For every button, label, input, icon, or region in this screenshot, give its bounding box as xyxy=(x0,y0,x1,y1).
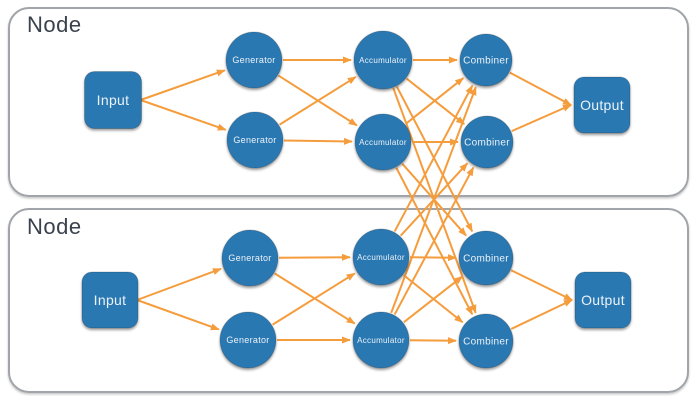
node-box-bottom xyxy=(8,208,689,393)
shapes-layer: InputGeneratorGeneratorAccumulatorAccumu… xyxy=(81,30,632,369)
accumulator-top-1-label: Accumulator xyxy=(359,56,407,65)
combiner-top-2-label: Combiner xyxy=(464,138,510,149)
node-box-top-title: Node xyxy=(27,12,82,37)
accumulator-bottom-1-shape xyxy=(352,228,410,286)
combiner-bottom-2-shape xyxy=(458,313,514,369)
generator-top-2-label: Generator xyxy=(233,135,276,145)
edge-input-top-to-generator-top-2 xyxy=(140,99,227,131)
generator-bottom-1-shape xyxy=(221,229,279,287)
input-top-label: Input xyxy=(97,92,130,108)
edge-generator-top-2-to-accumulator-top-2 xyxy=(283,137,354,145)
combiner-top-1-shape xyxy=(459,33,513,87)
generator-top-1-label: Generator xyxy=(232,55,275,65)
edge-generator-bottom-1-to-accumulator-bottom-1 xyxy=(278,253,352,261)
input-top-shape xyxy=(84,71,142,129)
node-box-top xyxy=(8,7,689,197)
accumulator-top-1-shape xyxy=(353,30,413,90)
node-box-bottom-title: Node xyxy=(27,214,82,239)
combiner-bottom-1-label: Combiner xyxy=(463,254,509,265)
output-top-shape xyxy=(573,76,631,134)
generator-bottom-2-shape xyxy=(219,311,277,369)
edge-combiner-bottom-2-to-output-bottom xyxy=(510,299,573,330)
input-bottom-shape xyxy=(81,271,139,329)
accumulator-bottom-1-label: Accumulator xyxy=(357,253,405,262)
combiner-bottom-1-shape xyxy=(458,230,514,286)
edge-generator-bottom-2-to-accumulator-bottom-1 xyxy=(272,272,356,326)
edge-accumulator-top-1-to-combiner-bottom-1 xyxy=(395,86,474,233)
accumulator-bottom-2-shape xyxy=(352,311,410,369)
edge-input-bottom-to-generator-bottom-1 xyxy=(136,267,222,301)
edge-combiner-bottom-1-to-output-bottom xyxy=(510,269,573,301)
output-bottom-shape xyxy=(574,271,632,329)
combiner-bottom-2-label: Combiner xyxy=(463,337,509,348)
accumulator-top-2-label: Accumulator xyxy=(359,138,407,147)
edge-accumulator-bottom-2-to-combiner-top-1 xyxy=(390,86,477,314)
output-bottom-label: Output xyxy=(581,292,625,308)
edges-layer xyxy=(136,56,573,345)
edge-accumulator-top-2-to-combiner-top-1 xyxy=(405,77,465,125)
edge-input-bottom-to-generator-bottom-2 xyxy=(136,299,220,331)
generator-bottom-1-label: Generator xyxy=(228,253,271,263)
combiner-top-2-shape xyxy=(460,115,514,169)
generator-top-2-shape xyxy=(226,111,284,169)
combiner-top-1-label: Combiner xyxy=(463,56,509,67)
generator-bottom-2-label: Generator xyxy=(226,335,269,345)
edge-accumulator-bottom-2-to-combiner-top-2 xyxy=(393,166,475,315)
generator-top-1-shape xyxy=(225,31,283,89)
output-top-label: Output xyxy=(580,97,624,113)
input-bottom-label: Input xyxy=(94,292,127,308)
edge-accumulator-bottom-2-to-combiner-bottom-1 xyxy=(403,275,464,323)
edge-input-top-to-generator-top-1 xyxy=(140,69,226,101)
edge-accumulator-bottom-1-to-combiner-top-1 xyxy=(393,84,474,232)
edge-combiner-top-2-to-output-top xyxy=(511,104,572,133)
edge-combiner-top-1-to-output-top xyxy=(509,71,572,106)
edge-generator-top-2-to-accumulator-top-1 xyxy=(279,76,357,126)
accumulator-top-2-shape xyxy=(354,113,412,171)
accumulator-bottom-2-label: Accumulator xyxy=(357,336,405,345)
